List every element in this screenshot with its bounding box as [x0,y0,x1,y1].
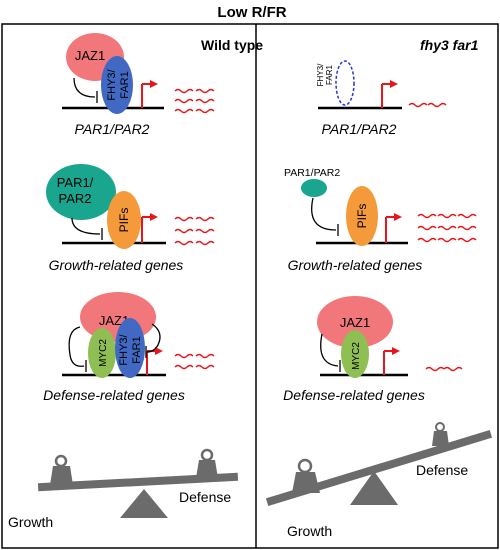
gene-label: PAR1/PAR2 [322,121,397,137]
mutant-seesaw: Growth Defense [265,422,493,539]
seesaw-fulcrum [120,489,168,518]
defense-label: Defense [179,489,231,505]
wt-par-module: JAZ1 FHY3/ FAR1 PAR1/PAR2 [62,33,215,137]
seesaw-beam [37,472,239,492]
par-protein [46,164,116,220]
inhibition-arc [68,326,85,367]
myc2-protein [88,328,116,378]
gene-label: Growth-related genes [49,257,184,273]
transcript-waves [425,366,463,372]
defense-weight-icon [432,422,449,446]
pifs-protein [107,191,141,249]
fhy3-label: FHY3/ [106,68,118,100]
transcript-waves [417,213,477,243]
myc2-label: MYC2 [351,342,362,370]
mutant-defense-module: JAZ1 MYC2 Defense-related genes [283,296,463,403]
inhibition-arc [320,333,339,367]
absent-fhy3-far1-protein [335,60,355,106]
gene-label: Growth-related genes [288,257,423,273]
transcript-waves [174,353,215,370]
jaz1-label: JAZ1 [340,315,370,330]
par-protein [301,179,327,197]
wt-defense-module: JAZ1 MYC2 FHY3/ FAR1 Defense-related gen… [43,292,215,403]
gene-label: Defense-related genes [283,387,425,403]
fhy3-far1-protein [101,56,133,114]
wt-growth-module: PAR1/ PAR2 PIFs Growth-related genes [46,164,215,273]
par-label: PAR1/PAR2 [284,167,340,179]
seesaw-beam [265,429,493,507]
growth-label: Growth [8,514,53,530]
wt-seesaw: Growth Defense [8,448,239,530]
jaz1-label: JAZ1 [75,48,105,63]
transcript-waves [174,216,215,246]
inhibition-arc [146,323,161,353]
fhy3-label: FHY3/ [316,63,325,86]
inhibition-arc [311,197,337,231]
defense-label: Defense [416,462,468,478]
gene-label: Defense-related genes [43,387,185,403]
transcript-waves [408,102,447,108]
panel-frame [1,23,499,549]
mutant-par-module: FHY3/ FAR1 PAR1/PAR2 [316,60,447,137]
defense-weight-icon [196,448,218,478]
inhibition-arc [71,217,101,235]
par-label-top: PAR1/ [57,175,94,190]
growth-weight-icon [292,458,320,493]
figure-title: Low R/FR [217,4,286,21]
mutant-heading: fhy3 far1 [420,37,479,53]
growth-weight-icon [50,454,73,485]
far1-label: FAR1 [325,64,334,85]
pifs-protein [346,186,378,246]
pifs-label: PIFs [355,204,369,229]
transcript-waves [174,88,215,114]
wild-type-heading: Wild type [201,37,263,53]
inhibition-arc [73,77,96,98]
far1-label: FAR1 [119,71,131,99]
pifs-label: PIFs [117,208,131,233]
growth-label: Growth [287,523,332,539]
mutant-growth-module: PAR1/PAR2 PIFs Growth-related genes [284,167,477,273]
fhy3-label: FHY3/ [118,333,130,365]
fhy3-far1-protein [115,318,145,378]
seesaw-fulcrum [350,471,398,505]
far1-label: FAR1 [131,336,143,364]
myc2-protein [341,330,369,378]
gene-label: PAR1/PAR2 [75,121,150,137]
myc2-label: MYC2 [98,339,109,367]
jaz1-protein [317,296,393,348]
par-label-bottom: PAR2 [59,191,92,206]
